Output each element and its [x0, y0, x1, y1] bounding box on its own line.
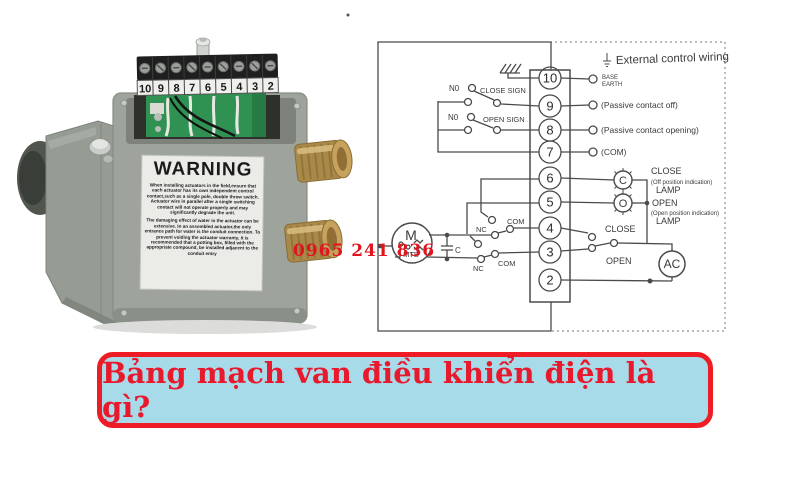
label-open-lamp-1: OPEN [652, 198, 678, 208]
label-passive-opening: (Passive contact opening) [601, 125, 699, 135]
strip-number: 2 [268, 81, 274, 93]
strip-number: 9 [158, 83, 164, 95]
cable-gland [284, 219, 343, 263]
capacitor-icon [441, 232, 453, 262]
label-earth: EARTH [602, 82, 622, 88]
dashed-border [545, 41, 726, 332]
strip-number: 8 [173, 83, 179, 95]
label-passive-off: (Passive contact off) [601, 100, 678, 110]
strip-number: 4 [236, 81, 243, 93]
ground-symbol-icon [499, 63, 539, 79]
terminal-9: 9 [546, 99, 553, 114]
terminal-2: 2 [546, 273, 553, 288]
warning-paragraph-2: The damaging effect of water in the actu… [144, 217, 261, 256]
upper-limit-switch [429, 215, 539, 240]
external-contacts [560, 74, 598, 157]
close-sign-switch [438, 83, 540, 108]
warning-label: WARNING When installing actuators in the… [143, 158, 261, 288]
banner-text: Bảng mạch van điều khiển điện là gì? [102, 356, 656, 424]
lamp-c-letter: C [619, 175, 627, 187]
ac-source-icon [560, 250, 686, 284]
terminal-7: 7 [546, 145, 553, 160]
lamp-o-letter: O [619, 198, 628, 210]
label-motor-type: MTB [403, 250, 419, 259]
strip-number: 10 [139, 83, 151, 95]
terminal-number-strip [136, 77, 279, 96]
title-banner: Bảng mạch van điều khiển điện là gì? [97, 352, 713, 428]
open-lamp-icon [560, 191, 650, 215]
cable-gland [294, 139, 353, 183]
black-wire [173, 95, 236, 138]
warning-title: WARNING [153, 158, 253, 181]
label-ac: AC [664, 257, 681, 271]
phone-watermark: 0965 241 836 [293, 241, 436, 261]
label-no-open: N0 [448, 113, 459, 122]
diagram-title: External control wiring [616, 51, 729, 67]
scene-graphic: 10 9 8 7 6 5 4 3 2 [17, 13, 729, 334]
terminal-strip: 10 9 8 7 6 5 4 3 2 [136, 53, 279, 96]
motor-icon [377, 222, 433, 264]
strip-number: 5 [221, 82, 227, 94]
label-switch-open: OPEN [606, 256, 632, 266]
label-close-lamp-2: (Off position indication) [651, 180, 712, 186]
terminal-10: 10 [543, 71, 557, 86]
label-close-sign: CLOSE SIGN [480, 86, 526, 95]
terminal-6: 6 [546, 171, 553, 186]
strip-number: 3 [252, 81, 258, 93]
label-open-lamp-2: (Open position indication) [651, 211, 719, 217]
terminal-screws [139, 60, 276, 74]
warning-label-plate [139, 154, 265, 292]
outer-wire [377, 41, 552, 332]
label-com-bottom: COM [498, 259, 516, 268]
shadow [93, 320, 317, 334]
scan-artifact-dot [346, 13, 350, 17]
manual-selector-switch [560, 227, 673, 253]
t5-wire [466, 202, 539, 234]
label-nc-bottom: NC [473, 264, 484, 273]
black-wire [169, 97, 223, 139]
pcb [146, 93, 266, 139]
label-close-lamp-3: LAMP [656, 185, 681, 195]
label-no-close: N0 [449, 84, 460, 93]
com-bus [437, 101, 539, 153]
lower-limit-switch [426, 235, 540, 264]
label-motor: M [405, 227, 417, 243]
label-switch-close: CLOSE [605, 224, 636, 234]
vent-fitting [195, 37, 211, 60]
label-close-lamp-1: CLOSE [651, 166, 682, 176]
warning-paragraph-1: When installing actuators in the field,e… [146, 182, 259, 216]
open-sign-switch [438, 112, 539, 135]
terminal-5: 5 [546, 195, 553, 210]
terminal-4: 4 [546, 221, 553, 236]
earth-icon [603, 53, 611, 67]
label-open-lamp-3: LAMP [656, 216, 681, 226]
panel-fitting [88, 138, 114, 164]
label-com: (COM) [601, 147, 627, 157]
label-nc-top: NC [476, 225, 487, 234]
t6-wire [480, 178, 539, 218]
label-capacitor: C [455, 246, 461, 255]
label-com-top: COM [507, 217, 525, 226]
close-lamp-icon [560, 168, 648, 244]
wiring-diagram: 10 9 8 7 6 5 4 3 2 [377, 41, 726, 332]
strip-number: 6 [205, 82, 211, 94]
actuator-photo: 10 9 8 7 6 5 4 3 2 [17, 37, 353, 334]
label-base: BASE [602, 75, 618, 81]
terminal-3: 3 [546, 245, 553, 260]
strip-number: 7 [189, 82, 195, 94]
label-open-sign: OPEN SIGN [483, 115, 525, 124]
terminal-8: 8 [546, 123, 553, 138]
